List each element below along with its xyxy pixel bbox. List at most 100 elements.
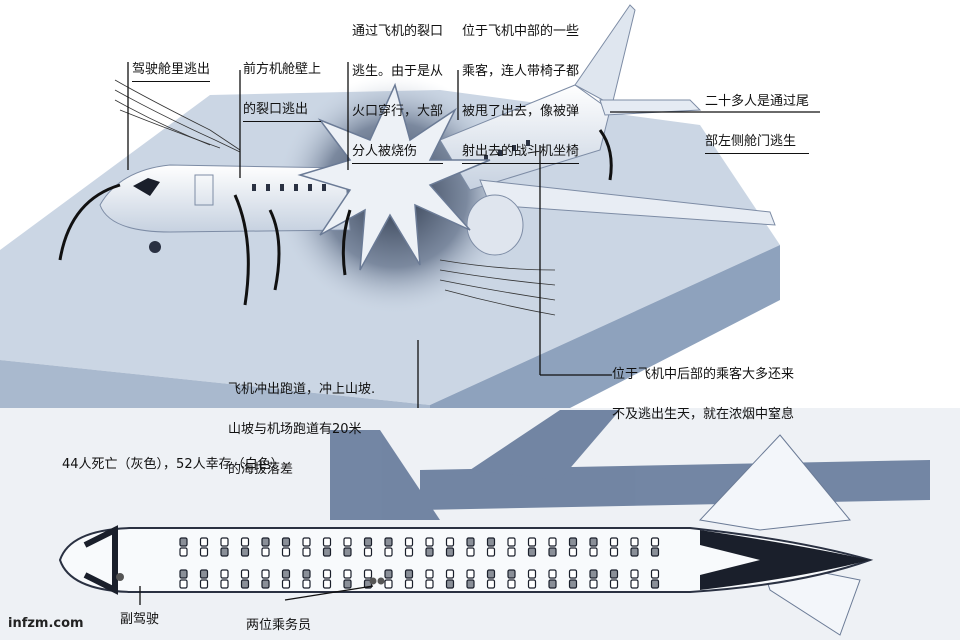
passenger-seat [179, 537, 188, 547]
passenger-seat [630, 579, 639, 589]
callout-runway-line2: 山坡与机场跑道有20米 [228, 422, 362, 437]
callout-middle-line3: 被甩了出去，像被弹 [462, 104, 580, 119]
fuselage-front [99, 164, 351, 253]
passenger-seat [404, 579, 414, 589]
passenger-seat [302, 569, 311, 579]
passenger-seat [220, 537, 229, 547]
attendant-seat-1 [369, 577, 377, 585]
passenger-seat [302, 537, 311, 547]
passenger-seat [281, 547, 291, 557]
engine [466, 194, 524, 256]
passenger-seat [486, 569, 496, 579]
passenger-seat [220, 547, 229, 557]
passenger-seat [589, 569, 598, 579]
passenger-seat [466, 569, 475, 579]
passenger-seat [302, 547, 311, 557]
attendants-leader [284, 585, 374, 601]
passenger-seat [384, 579, 393, 589]
passenger-seat [589, 537, 598, 547]
passenger-seat [548, 547, 557, 557]
callout-cockpit: 驾驶舱里逃出 [132, 40, 211, 102]
passenger-seat [240, 579, 250, 589]
passenger-seat [404, 547, 414, 557]
passenger-seat [199, 579, 209, 589]
passenger-seat [343, 579, 352, 589]
callout-crack-line4: 分人被烧伤 [352, 142, 444, 164]
passenger-seat [548, 569, 557, 579]
passenger-seat [507, 537, 516, 547]
passenger-seat [261, 547, 270, 557]
passenger-seat [384, 569, 393, 579]
callout-middle-line2: 乘客，连人带椅子都 [462, 64, 580, 79]
passenger-seat [363, 537, 373, 547]
callout-tail-line1: 二十多人是通过尾 [705, 94, 810, 109]
passenger-seat [261, 537, 270, 547]
passenger-seat [650, 537, 660, 547]
passenger-seat [548, 579, 557, 589]
passenger-seat [404, 537, 414, 547]
passenger-seat [343, 547, 352, 557]
callout-crack-line3: 火口穿行，大部 [352, 104, 444, 119]
passenger-seat [568, 579, 578, 589]
passenger-seat [322, 537, 332, 547]
callout-middle-line4: 射出去的战斗机坐椅 [462, 142, 580, 164]
callout-runway: 飞机冲出跑道，冲上山坡. 山坡与机场跑道有20米 的海拔落差 [228, 360, 375, 500]
passenger-seat [322, 569, 332, 579]
callout-middle: 位于飞机中部的一些 乘客，连人带椅子都 被甩了出去，像被弹 射出去的战斗机坐椅 [462, 2, 580, 184]
passenger-seat [527, 537, 537, 547]
callout-rear: 位于飞机中后部的乘客大多还来 不及逃出生天，就在浓烟中窒息 [612, 345, 794, 445]
passenger-seat [527, 579, 537, 589]
passenger-seat [630, 537, 639, 547]
passenger-seat [363, 569, 373, 579]
passenger-seat [650, 547, 660, 557]
copilot-seat [116, 573, 124, 581]
passenger-seat [179, 547, 188, 557]
passenger-seat [466, 579, 475, 589]
passenger-seat [179, 569, 188, 579]
passenger-seat [425, 569, 434, 579]
passenger-seat [630, 547, 639, 557]
callout-rear-line1: 位于飞机中后部的乘客大多还来 [612, 367, 795, 382]
passenger-seat [650, 569, 660, 579]
passenger-seat [261, 579, 270, 589]
passenger-seat [425, 537, 434, 547]
passenger-seat [589, 547, 598, 557]
passenger-seat [240, 569, 250, 579]
passenger-seat [445, 579, 455, 589]
passenger-seat [384, 537, 393, 547]
callout-tail-line2: 部左侧舱门逃生 [705, 132, 810, 154]
callout-rear-line2: 不及逃出生天，就在浓烟中窒息 [612, 407, 795, 422]
passenger-seat [179, 579, 188, 589]
passenger-seat [589, 579, 598, 589]
passenger-seat [568, 537, 578, 547]
passenger-seat [445, 537, 455, 547]
attendant-seat-2 [377, 577, 385, 585]
passenger-seat [404, 569, 414, 579]
passenger-seat [507, 569, 516, 579]
passenger-seat [609, 579, 619, 589]
passenger-seat [281, 569, 291, 579]
passenger-seat [322, 547, 332, 557]
passenger-seat [609, 537, 619, 547]
passenger-seat [466, 547, 475, 557]
site-logo: infzm.com [8, 616, 84, 631]
passenger-seat [527, 547, 537, 557]
passenger-seat [568, 569, 578, 579]
callout-front-wall: 前方机舱壁上 的裂口逃出 [243, 40, 322, 142]
passenger-seat [199, 547, 209, 557]
passenger-seat [220, 579, 229, 589]
passenger-seat [609, 547, 619, 557]
passenger-seat [363, 547, 373, 557]
passenger-seat [322, 579, 332, 589]
passenger-seat [199, 537, 209, 547]
callout-runway-line1: 飞机冲出跑道，冲上山坡. [228, 382, 376, 397]
callout-front-wall-line1: 前方机舱壁上 [243, 62, 322, 77]
passenger-seat [486, 547, 496, 557]
passenger-seat [343, 537, 352, 547]
passenger-seat [568, 547, 578, 557]
passenger-seat [650, 579, 660, 589]
attendants-label: 两位乘务员 [246, 618, 312, 633]
callout-tail: 二十多人是通过尾 部左侧舱门逃生 [705, 72, 810, 174]
